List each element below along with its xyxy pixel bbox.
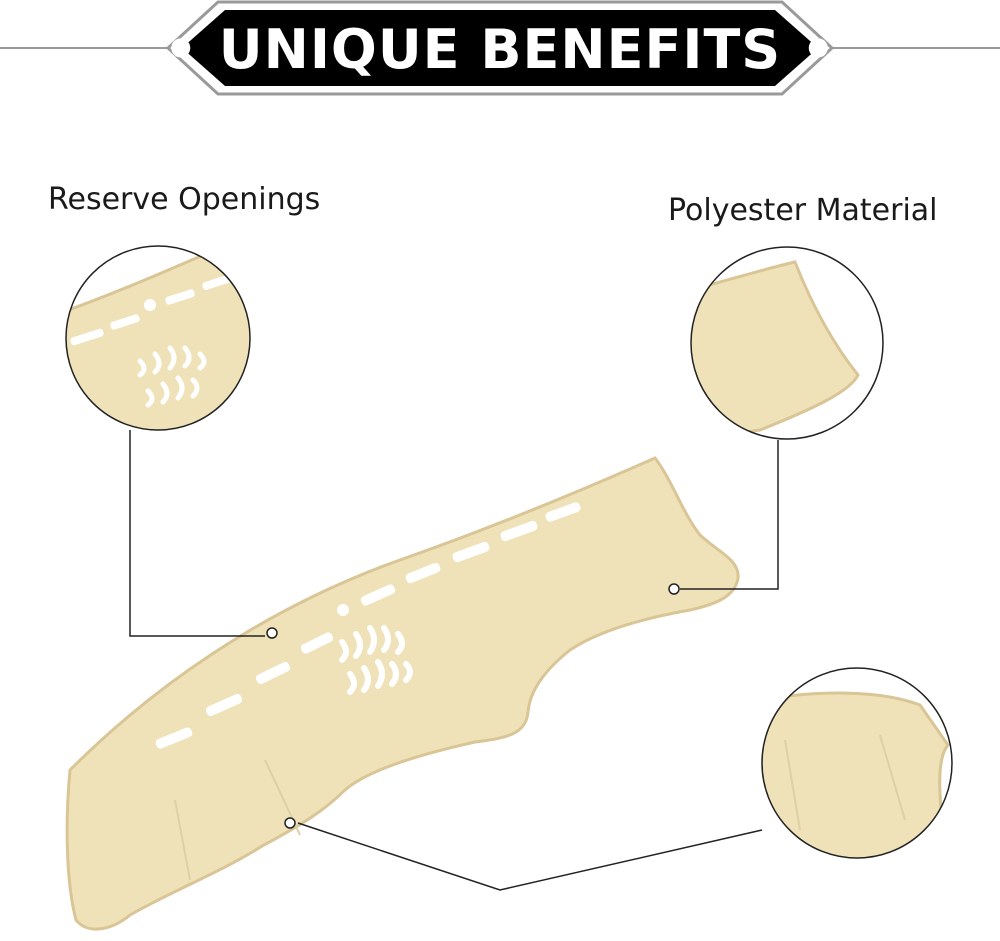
- callout-polyester-material: Polyester Material: [668, 193, 938, 228]
- anchor-dot-edge: [284, 817, 296, 829]
- banner-title: • UNIQUE BENEFITS •: [163, 18, 836, 81]
- banner: • UNIQUE BENEFITS •: [163, 0, 836, 96]
- zoom-circle-reserve-openings: [65, 245, 251, 431]
- dashboard-mat: [65, 456, 740, 931]
- vent-openings: [155, 502, 581, 749]
- anchor-dots: [266, 583, 680, 829]
- zoom-circle-edge-detail: [761, 667, 953, 859]
- anchor-dot-polyester: [668, 583, 680, 595]
- center-vent-cutouts: [339, 625, 413, 695]
- zoom-circle-polyester-material: [690, 246, 884, 440]
- anchor-dot-reserve: [266, 627, 278, 639]
- leader-line-reserve: [129, 430, 265, 637]
- callout-reserve-openings: Reserve Openings: [48, 182, 321, 217]
- leader-lines: [129, 430, 779, 891]
- leader-line-edge: [297, 822, 763, 891]
- leader-line-polyester: [680, 440, 779, 590]
